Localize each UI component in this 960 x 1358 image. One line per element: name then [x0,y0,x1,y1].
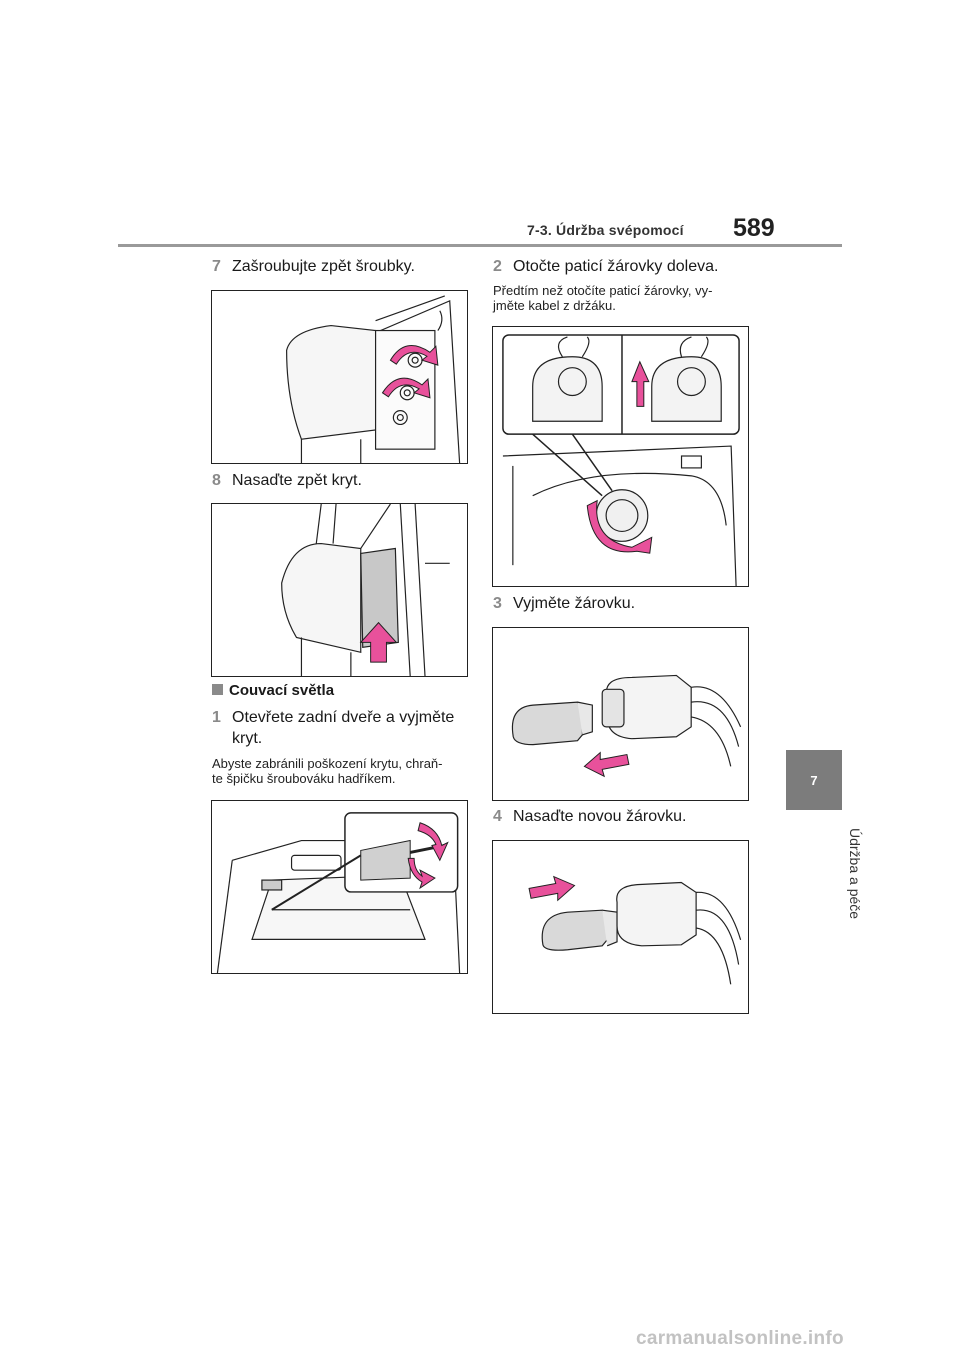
section-title: 7-3. Údržba svépomocí [527,222,684,238]
figure-remove-bulb [492,627,749,801]
header-divider [118,244,842,247]
chapter-label: Údržba a péče [847,828,863,920]
step-8: 8 Nasaďte zpět kryt. [212,470,362,491]
step-1: 1 Otevřete zadní dveře a vyjměte kryt. [212,707,454,749]
note-line2: te špičku šroubováku hadříkem. [212,771,396,786]
remove-bulb-illustration [511,674,742,778]
heading-bullet-icon [212,684,223,695]
watermark: carmanualsonline.info [636,1328,844,1349]
step-number: 8 [212,472,221,489]
page-number: 589 [733,214,775,242]
step-text: Nasaďte novou žárovku. [513,808,687,825]
note-2: Předtím než otočíte paticí žárovky, vy- … [493,283,712,313]
note-line1: Předtím než otočíte paticí žárovky, vy- [493,283,713,298]
heading-text: Couvací světla [229,682,335,699]
note-line1: Abyste zabránili poškození krytu, chraň- [212,756,443,771]
step-text: Zašroubujte zpět šroubky. [232,258,415,275]
step-number: 4 [493,808,502,825]
section-heading: Couvací světla [212,682,334,699]
insert-bulb-illustration [528,875,742,985]
step-7: 7 Zašroubujte zpět šroubky. [212,256,415,277]
step-4: 4 Nasaďte novou žárovku. [493,806,686,827]
screws-illustration [286,295,461,463]
chapter-tab[interactable]: 7 [786,750,842,810]
note-line2: jměte kabel z držáku. [493,298,616,313]
figure-screws [211,290,468,464]
step-number: 1 [212,709,221,726]
cover-illustration [281,504,450,676]
step-number: 3 [493,595,502,612]
step-3: 3 Vyjměte žárovku. [493,593,635,614]
note-1: Abyste zabránili poškození krytu, chraň-… [212,756,443,786]
step-text-line2: kryt. [232,730,263,747]
step-text: Vyjměte žárovku. [513,595,636,612]
step-number: 7 [212,258,221,275]
step-2: 2 Otočte paticí žárovky doleva. [493,256,718,277]
step-text: Otočte paticí žárovky doleva. [513,258,719,275]
tailgate-illustration [216,812,461,973]
socket-rotate-illustration [502,334,740,586]
figure-socket-rotate [492,326,749,587]
step-number: 2 [493,258,502,275]
figure-cover [211,503,468,677]
step-text-line1: Otevřete zadní dveře a vyjměte [232,709,455,726]
step-text: Nasaďte zpět kryt. [232,472,362,489]
figure-tailgate [211,800,468,974]
figure-insert-bulb [492,840,749,1014]
